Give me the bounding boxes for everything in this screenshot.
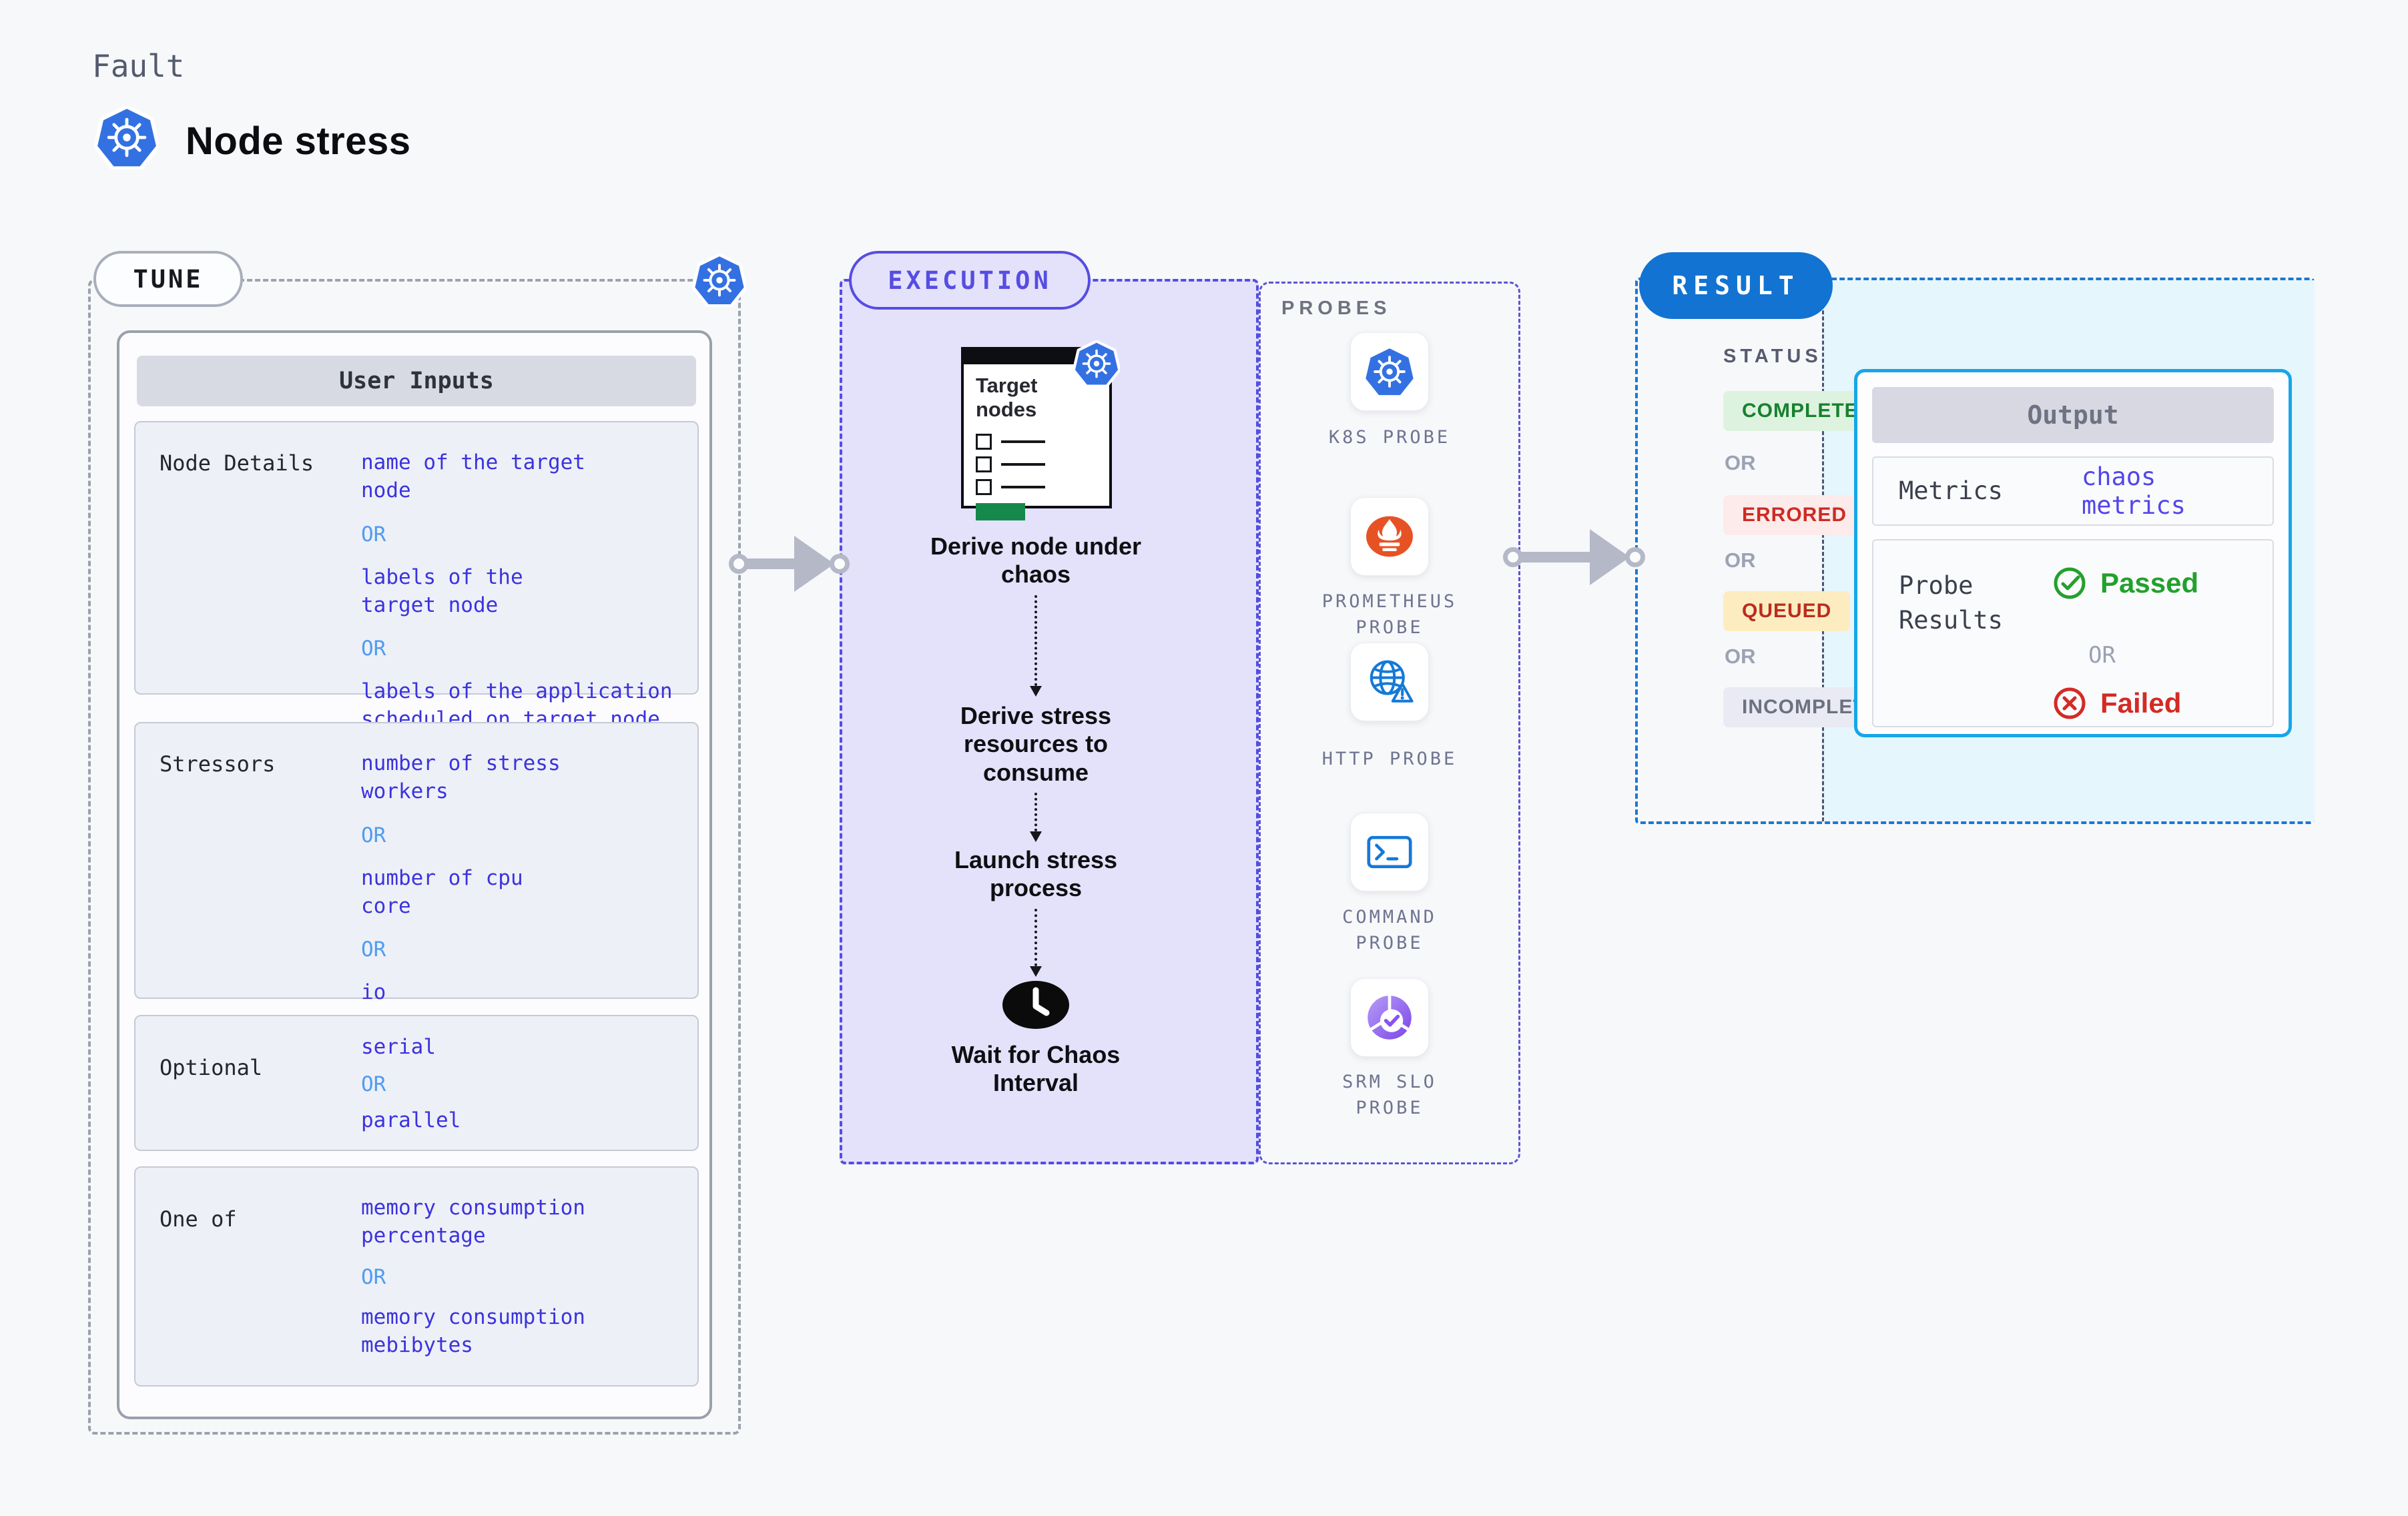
row-label: Node Details [160, 450, 314, 476]
or-separator: OR [361, 1264, 386, 1289]
or-separator: OR [361, 937, 386, 962]
row-value: parallel [361, 1108, 461, 1132]
probe-card [1350, 497, 1429, 576]
tune-pill: TUNE [93, 251, 243, 307]
checklist-item-icon [976, 479, 1045, 495]
target-nodes-title: Target nodes [976, 374, 1038, 421]
dotted-arrow-icon [1030, 595, 1042, 697]
probe-label: HTTP PROBE [1321, 749, 1458, 769]
flow-arrow-icon [1503, 528, 1646, 587]
metrics-label: Metrics [1899, 476, 2003, 506]
row-label: Stressors [160, 751, 276, 777]
row-value: name of the target node [361, 450, 585, 502]
checklist-item-icon [976, 434, 1045, 450]
row-value: io [361, 980, 386, 1005]
or-separator: OR [361, 1072, 386, 1096]
probe-card [1350, 813, 1429, 891]
user-inputs-card: User Inputs Node Details name of the tar… [117, 330, 712, 1419]
clock-icon [1002, 981, 1069, 1029]
probe-result-passed: Passed [2052, 566, 2198, 601]
failed-label: Failed [2100, 687, 2182, 719]
kubernetes-icon [1364, 346, 1416, 398]
page-title: Node stress [186, 119, 411, 163]
execution-step: Launch stress process [954, 846, 1118, 902]
http-globe-icon [1370, 660, 1414, 703]
table-row: One of memory consumption percentage OR … [134, 1166, 699, 1387]
probe-results-row: Probe Results Passed OR Failed [1872, 539, 2274, 727]
probe-label: SRM SLO PROBE [1342, 1072, 1437, 1119]
probe-card [1350, 978, 1429, 1057]
status-title: STATUS [1723, 346, 1822, 367]
tune-section-box [88, 279, 741, 1435]
or-separator: OR [361, 522, 386, 546]
dotted-arrow-icon [1030, 909, 1042, 977]
dotted-arrow-icon [1030, 793, 1042, 842]
result-pill: RESULT [1639, 252, 1833, 319]
row-value: memory consumption mebibytes [361, 1304, 585, 1357]
probe-result-failed: Failed [2052, 686, 2181, 721]
table-row: Stressors number of stress workers OR nu… [134, 722, 699, 1004]
kubernetes-icon [1073, 340, 1120, 387]
row-value: number of cpu core [361, 865, 523, 918]
table-row: Node Details name of the target node OR … [134, 421, 699, 731]
probes-title: PROBES [1281, 298, 1392, 319]
output-header: Output [1872, 387, 2274, 443]
checklist-item-icon [976, 456, 1045, 472]
probe-card [1350, 332, 1429, 411]
fault-eyebrow: Fault [92, 48, 185, 84]
target-nodes-card: Target nodes [961, 347, 1112, 520]
row-value: number of stress workers [361, 751, 561, 803]
check-circle-icon [2054, 567, 2086, 599]
user-inputs-header: User Inputs [137, 356, 696, 406]
kubernetes-icon [693, 254, 746, 307]
table-row: Optional serial OR parallel [134, 1015, 699, 1151]
or-separator: OR [1725, 548, 1756, 572]
passed-label: Passed [2100, 567, 2199, 599]
metrics-row: Metrics chaos metrics [1872, 456, 2274, 526]
execution-step: Derive node under chaos [930, 532, 1142, 589]
green-button-icon [976, 503, 1025, 520]
kubernetes-icon [95, 105, 159, 169]
or-separator: OR [2088, 642, 2116, 669]
row-value: labels of the target node [361, 564, 523, 617]
row-label: Optional [160, 1055, 263, 1080]
row-value: memory consumption percentage [361, 1196, 585, 1248]
row-value: serial [361, 1035, 436, 1059]
status-badge-queued: QUEUED [1723, 591, 1851, 631]
or-separator: OR [361, 823, 386, 847]
probe-card [1350, 643, 1429, 721]
or-separator: OR [1725, 451, 1756, 474]
probe-label: K8S PROBE [1328, 427, 1451, 448]
prometheus-icon [1366, 516, 1413, 557]
metrics-value: chaos metrics [2081, 462, 2186, 520]
probe-results-label: Probe Results [1899, 571, 2003, 635]
execution-step: Derive stress resources to consume [960, 702, 1112, 786]
slo-donut-icon [1368, 994, 1412, 1040]
probe-label: PROMETHEUS PROBE [1321, 591, 1458, 639]
execution-pill: EXECUTION [849, 251, 1091, 310]
output-card: Output Metrics chaos metrics Probe Resul… [1854, 369, 2292, 737]
row-label: One of [160, 1206, 237, 1232]
execution-step: Wait for Chaos Interval [951, 1041, 1121, 1097]
x-circle-icon [2054, 687, 2086, 719]
probes-section-box [1259, 282, 1520, 1164]
status-badge-errored: ERRORED [1723, 495, 1866, 535]
or-separator: OR [361, 637, 386, 661]
row-value: labels of the application scheduled on t… [361, 679, 673, 732]
or-separator: OR [1725, 645, 1756, 668]
flow-arrow-icon [729, 534, 850, 593]
terminal-icon [1367, 835, 1412, 869]
probe-label: COMMAND PROBE [1342, 907, 1437, 954]
